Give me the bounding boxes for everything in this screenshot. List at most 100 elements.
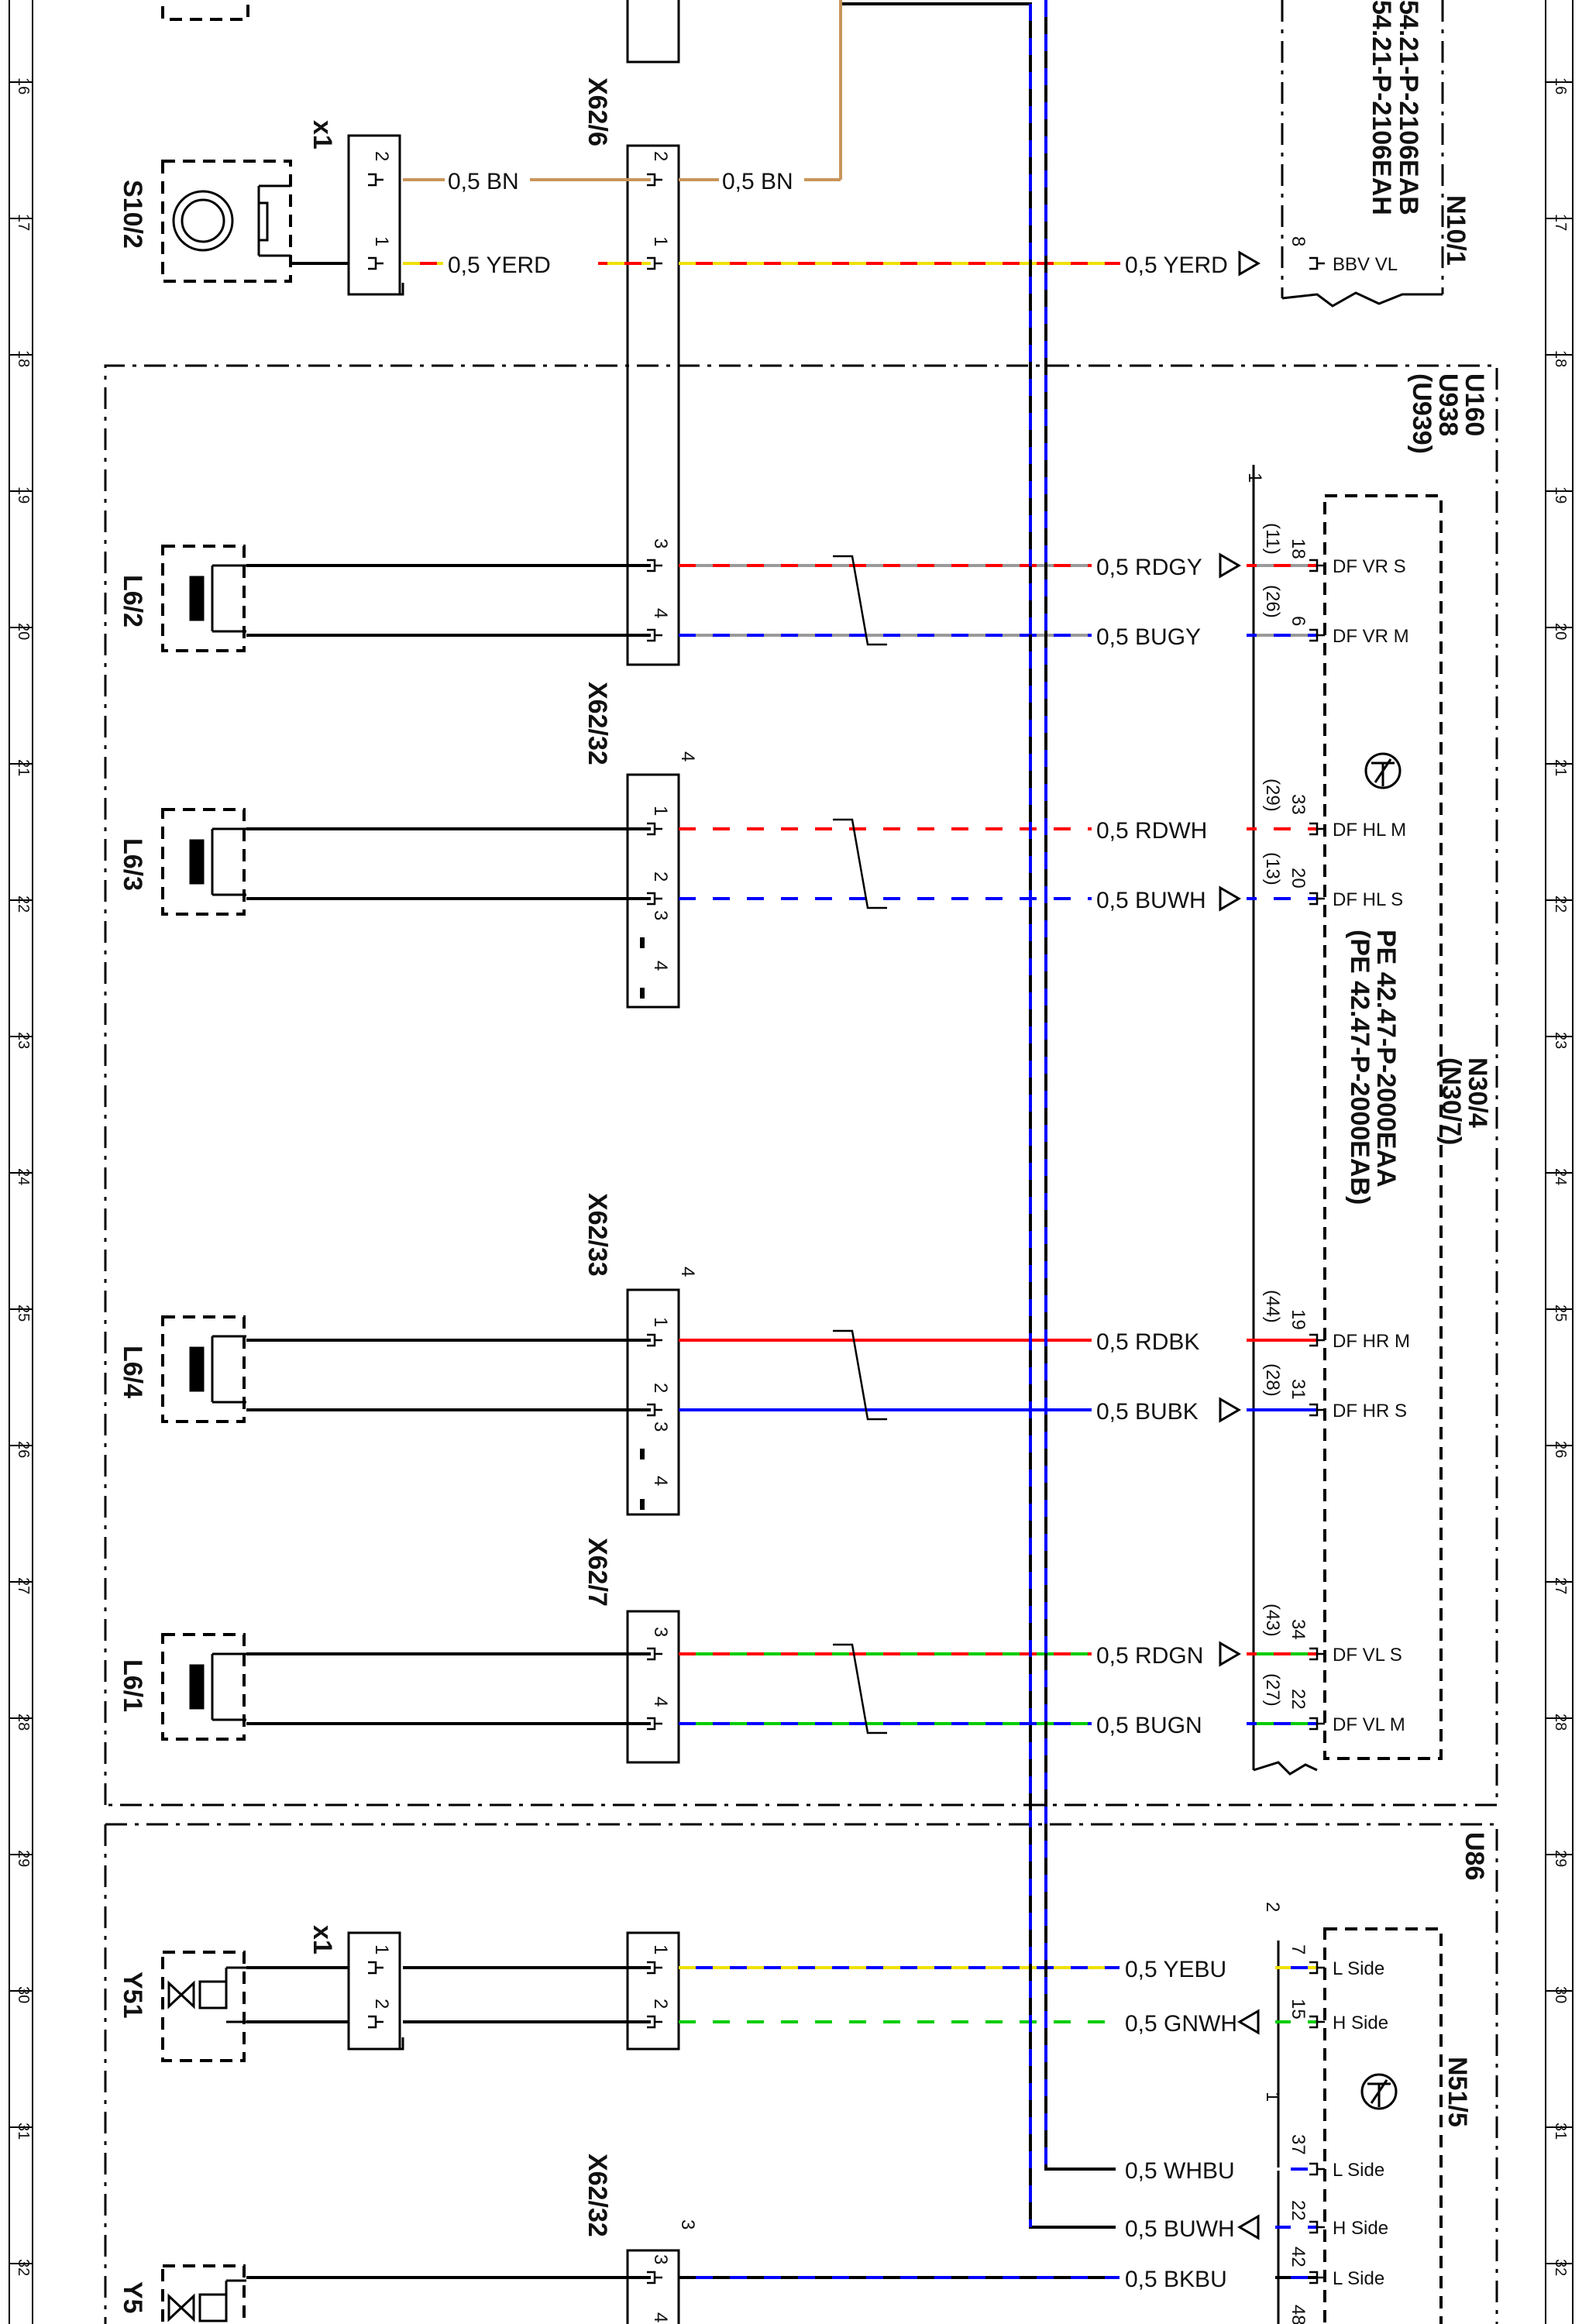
- page-frame: [9, 0, 1574, 2324]
- component-label: (N30/7): [1436, 1057, 1466, 1145]
- pin-number: 3: [650, 1627, 671, 1637]
- wire-w_bkbu: 0,5 BKBU: [246, 2264, 1317, 2292]
- wire-label: 0,5 BN: [448, 169, 519, 194]
- grid-number-left: 26: [15, 1441, 32, 1458]
- pin-number: 4: [650, 1697, 671, 1707]
- pin-number: 3: [650, 910, 671, 920]
- pin-number: (44): [1262, 1290, 1283, 1323]
- grid-number-left: 32: [15, 2259, 32, 2276]
- grid-number-right: 17: [1552, 214, 1569, 231]
- pin-number: 4: [650, 608, 671, 618]
- grid-number-right: 20: [1552, 623, 1569, 640]
- twisted-pair-markers: [833, 555, 887, 1734]
- wire-label: 0,5 YERD: [448, 253, 551, 278]
- wire-w_bugy: 0,5 BUGY: [246, 621, 1317, 650]
- grid-number-left: 31: [15, 2123, 32, 2140]
- pin-name-label: DF HR S: [1333, 1401, 1407, 1422]
- pin-number: 4: [650, 961, 671, 971]
- pin-number: 34: [1288, 1619, 1309, 1640]
- pin-name-label: DF VR M: [1333, 626, 1409, 647]
- wire-w_rdbk: 0,5 RDBK: [246, 1326, 1317, 1355]
- pin-number: (29): [1262, 779, 1283, 812]
- switch-s10-2-symbol: [172, 184, 291, 257]
- component-label: U86: [1460, 1832, 1489, 1880]
- component-label: 54.21-P-2106EAH: [1367, 0, 1396, 215]
- wire-w_whbu: 0,5 WHBU: [1120, 2155, 1317, 2184]
- grid-number-left: 21: [15, 759, 32, 776]
- grid-number-right: 31: [1552, 2123, 1569, 2140]
- wire-label: 0,5 WHBU: [1125, 2158, 1235, 2184]
- grid-number-right: 23: [1552, 1032, 1569, 1049]
- wire-w_rdwh: 0,5 RDWH: [246, 815, 1317, 844]
- grid-number-left: 18: [15, 350, 32, 367]
- grid-number-left: 28: [15, 1714, 32, 1731]
- valve-symbols: [167, 1966, 246, 2322]
- grid-number-left: 25: [15, 1305, 32, 1322]
- pin-name-label: L Side: [1333, 1958, 1384, 1979]
- grid-number-right: 32: [1552, 2259, 1569, 2276]
- pin-number: 20: [1288, 868, 1309, 889]
- pin-number: 1: [1262, 2092, 1283, 2102]
- connector-label: X62/32: [583, 2154, 612, 2237]
- transistor-symbol-n30: [1364, 752, 1402, 789]
- pin-name-label: DF VL S: [1333, 1645, 1402, 1666]
- text-layer: S10/2L6/2L6/3L6/4L6/1Y51Y5N10/154.21-P-2…: [118, 0, 1492, 2324]
- connector-label: X62/7: [583, 1538, 612, 1607]
- grid-number-left: 24: [15, 1168, 32, 1185]
- grid-number-left: 20: [15, 623, 32, 640]
- component-label: (PE 42.47-P-2000EAB): [1345, 930, 1374, 1205]
- pin-number: 2: [371, 1999, 392, 2009]
- grid-number-right: 30: [1552, 1986, 1569, 2003]
- pin-number: 15: [1288, 1999, 1309, 2020]
- component-label: L6/2: [118, 575, 147, 627]
- pin-number: 1: [371, 236, 392, 246]
- pin-number: 1: [650, 806, 671, 816]
- pin-number: 2: [371, 151, 392, 161]
- wire-w_bubk: 0,5 BUBK: [246, 1396, 1317, 1425]
- wire-label: 0,5 BUWH: [1125, 2216, 1235, 2242]
- pin-number: 1: [371, 1944, 392, 1954]
- pin-number: 4: [677, 751, 698, 761]
- component-label: N10/1: [1441, 195, 1470, 266]
- pin-number: 48: [1288, 2305, 1309, 2324]
- pin-name-label: H Side: [1333, 2013, 1388, 2033]
- grid-number-left: 30: [15, 1986, 32, 2003]
- grid-number-left: 19: [15, 486, 32, 504]
- pin-number: 3: [650, 538, 671, 548]
- wire-w_yerd_b: 0,5 YERD: [679, 249, 1275, 278]
- component-label: Y51: [118, 1972, 147, 2019]
- component-label: L6/3: [118, 838, 147, 891]
- pin-number: 33: [1288, 794, 1309, 815]
- pin-number: 2: [650, 871, 671, 882]
- wire-label: 0,5 RDGY: [1096, 555, 1202, 580]
- wire-w_yebu: 0,5 YEBU: [246, 1954, 1317, 1982]
- pin-number: 2: [650, 1383, 671, 1393]
- component-label: L6/4: [118, 1346, 147, 1398]
- wire-label: 0,5 BUGY: [1096, 624, 1201, 650]
- grid-number-right: 26: [1552, 1441, 1569, 1458]
- wire-label: 0,5 RDBK: [1096, 1329, 1199, 1355]
- pin-name-label: H Side: [1333, 2218, 1388, 2239]
- component-label: N51/5: [1443, 2057, 1472, 2127]
- component-label: S10/2: [118, 180, 147, 249]
- grid-number-right: 16: [1552, 77, 1569, 95]
- wire-w_yerd_a: 0,5 YERD: [291, 249, 651, 278]
- grid-number-right: 18: [1552, 350, 1569, 367]
- wire-w_buwh: 0,5 BUWH: [246, 885, 1317, 913]
- pin-number: (11): [1262, 523, 1283, 555]
- pin-name-label: DF HL M: [1333, 820, 1406, 841]
- module-borders: [104, 0, 1498, 2324]
- wire-label: 0,5 GNWH: [1125, 2011, 1237, 2037]
- connector-label: x1: [308, 120, 337, 150]
- control-unit-n10-1-body: [1281, 291, 1443, 308]
- pin-number: 31: [1288, 1379, 1309, 1400]
- grid-number-right: 19: [1552, 486, 1569, 504]
- grid-number-left: 16: [15, 77, 32, 95]
- grid-number-right: 24: [1552, 1168, 1569, 1185]
- pin-name-label: L Side: [1333, 2268, 1384, 2289]
- pin-number: 7: [1288, 1944, 1309, 1954]
- wire-label: 0,5 BUGN: [1096, 1713, 1202, 1738]
- grid-number-right: 28: [1552, 1714, 1569, 1731]
